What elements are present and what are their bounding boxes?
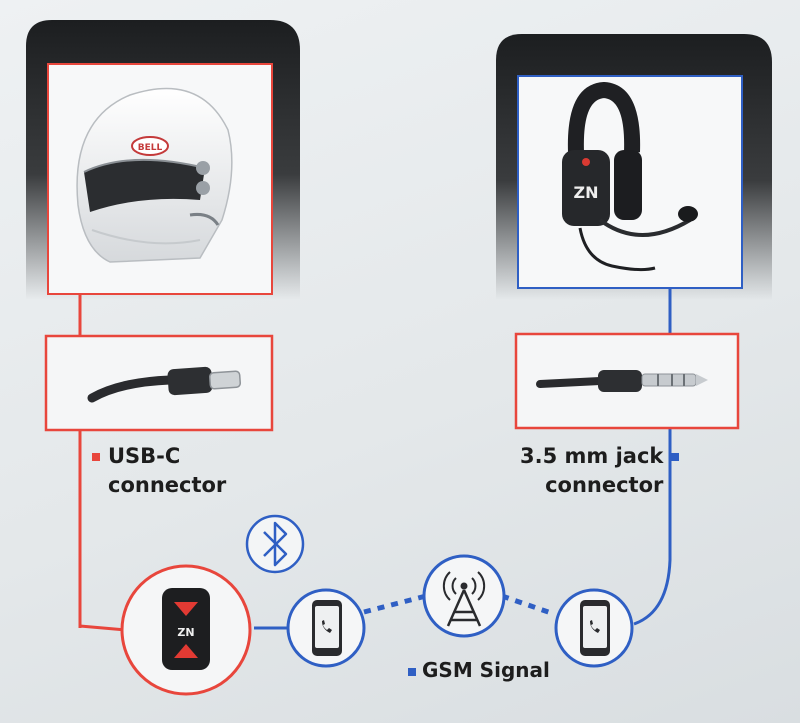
headset-logo: ZN [574,183,599,202]
intercom-logo: ZN [177,626,194,639]
helmet-brand-text: BELL [138,143,163,153]
phone-left [286,588,366,668]
gsm-tower [422,554,506,638]
blue-marker [408,667,416,676]
helmet-icon: BELL [76,87,233,263]
intercom-device-icon: ZN [162,588,210,670]
connection-lines [78,288,672,632]
jack-connector-box [514,332,740,430]
blue-marker [671,453,680,461]
headset-icon: ZN [562,81,698,272]
gsm-signal-text: GSM Signal [422,658,550,682]
intercom-device: ZN [120,564,252,696]
gsm-signal-label: GSM Signal [408,656,550,685]
usb-c-label-line1: USB-C [108,444,181,468]
jack-label: 3.5 mm jack connector [520,442,680,500]
usb-c-label-line2: connector [108,473,227,497]
phone-right [554,588,634,668]
jack-label-line2: connector [545,473,664,497]
usb-c-cable-icon [87,366,242,403]
red-marker [92,453,100,461]
bluetooth-badge [245,514,305,574]
helmet-panel: BELL [26,20,300,300]
phone-icon [312,600,342,656]
antenna-tower-icon [442,571,486,627]
headset-panel: ZN [496,34,772,300]
jack-label-line1: 3.5 mm jack [520,444,664,468]
usb-c-connector-box [44,334,274,432]
usb-c-label: USB-C connector [92,442,226,500]
bluetooth-icon [263,521,288,567]
audio-jack-cable-icon [536,370,708,392]
phone-icon [580,600,610,656]
